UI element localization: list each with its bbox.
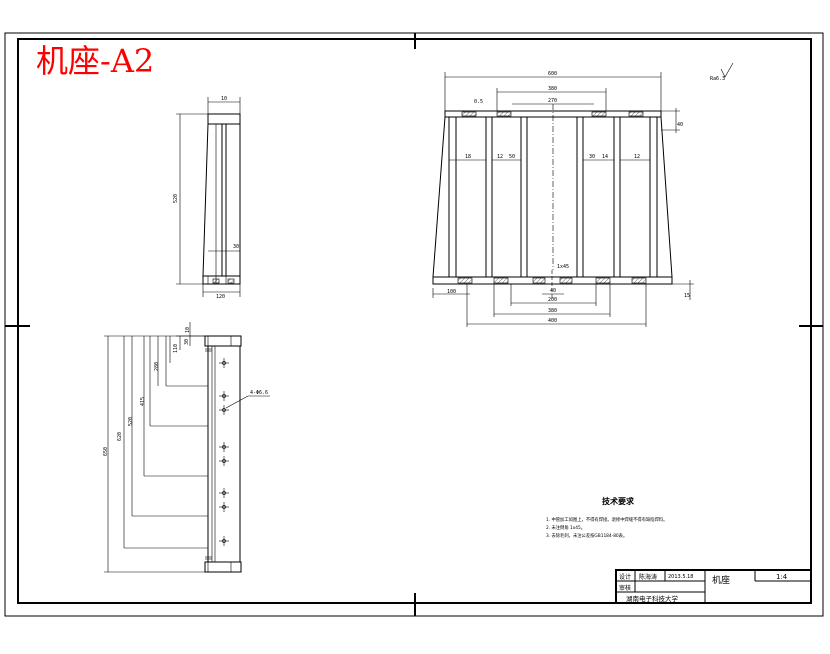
dim-front-total: 600	[548, 71, 557, 77]
dim-plate-d3: 110	[173, 344, 179, 353]
dim-side-bottom: 120	[216, 294, 225, 300]
side-view: 10 520 30 120	[173, 96, 241, 300]
dim-plate-hole: 4-Φ6.6	[250, 390, 268, 396]
school-name: 湖南电子科技大学	[626, 594, 679, 603]
outer-frame	[4, 32, 824, 617]
plate-view: 4-Φ6.6 10 30 110 280 415 520 620 650	[103, 322, 270, 573]
design-date: 2013.5.18	[668, 574, 693, 580]
drawing-title-stamp: 机座-A2	[36, 42, 154, 80]
tech-note-3: 3. 去除毛刺，未注公差按GB1184-80表。	[546, 532, 627, 539]
tech-note-2: 2. 未注倒角 1x45。	[546, 524, 585, 531]
dim-side-height: 520	[173, 194, 179, 203]
plate-holes	[219, 358, 229, 546]
dim-plate-d1: 10	[185, 327, 191, 333]
designer-label: 设计	[619, 573, 631, 581]
centering-marks	[5, 33, 823, 616]
drawing-border	[17, 38, 812, 604]
dim-plate-d8: 650	[103, 447, 109, 456]
dim-front-bot-a: 40	[550, 288, 556, 294]
designer-name: 陈海涛	[639, 573, 657, 581]
roughness-symbol: Ra6.3	[710, 62, 734, 82]
tech-notes-title: 技术要求	[602, 496, 635, 506]
dim-gap-5: 14	[602, 154, 608, 160]
dim-gap-3: 50	[509, 154, 515, 160]
dim-front-center: 1x45	[557, 264, 569, 270]
part-name: 机座	[712, 574, 730, 586]
dim-front-bot-c: 380	[548, 308, 557, 314]
dim-plate-d4: 280	[154, 362, 160, 371]
dim-gap-1: 18	[465, 154, 471, 160]
dim-front-right: 40	[677, 122, 683, 128]
drawing-scale: 1:4	[776, 573, 788, 581]
dim-plate-d7: 620	[117, 432, 123, 441]
dim-side-top: 10	[221, 96, 227, 102]
dim-front-bot-d: 400	[548, 318, 557, 324]
front-view: 600 380 270 0.5 40 18 12 50 30 14 12 1x4…	[432, 71, 694, 327]
dim-side-inner: 30	[233, 244, 239, 250]
dim-front-left-b: 100	[447, 289, 456, 295]
dim-gap-4: 30	[589, 154, 595, 160]
tech-notes: 技术要求 1. 中管加工如图上，不得有焊接。退修中焊缝不得有缺陷焊料。 2. 未…	[546, 496, 667, 539]
roughness-value: Ra6.3	[710, 76, 725, 82]
dim-plate-d5: 415	[140, 397, 146, 406]
dim-gap-6: 12	[634, 154, 640, 160]
dim-front-span-b: 270	[548, 98, 557, 104]
dim-front-chamfer: 0.5	[474, 99, 483, 105]
dim-front-bot-r: 15	[684, 293, 690, 299]
dim-gap-2: 12	[497, 154, 503, 160]
review-label: 审核	[619, 584, 631, 592]
tech-note-1: 1. 中管加工如图上，不得有焊接。退修中焊缝不得有缺陷焊料。	[546, 516, 667, 523]
dim-front-span-a: 380	[548, 86, 557, 92]
title-block: 设计 陈海涛 2013.5.18 审核 湖南电子科技大学 机座 1:4	[615, 569, 812, 604]
dim-plate-d6: 520	[128, 417, 134, 426]
dim-plate-d2: 30	[184, 339, 190, 345]
dim-front-bot-b: 200	[548, 297, 557, 303]
